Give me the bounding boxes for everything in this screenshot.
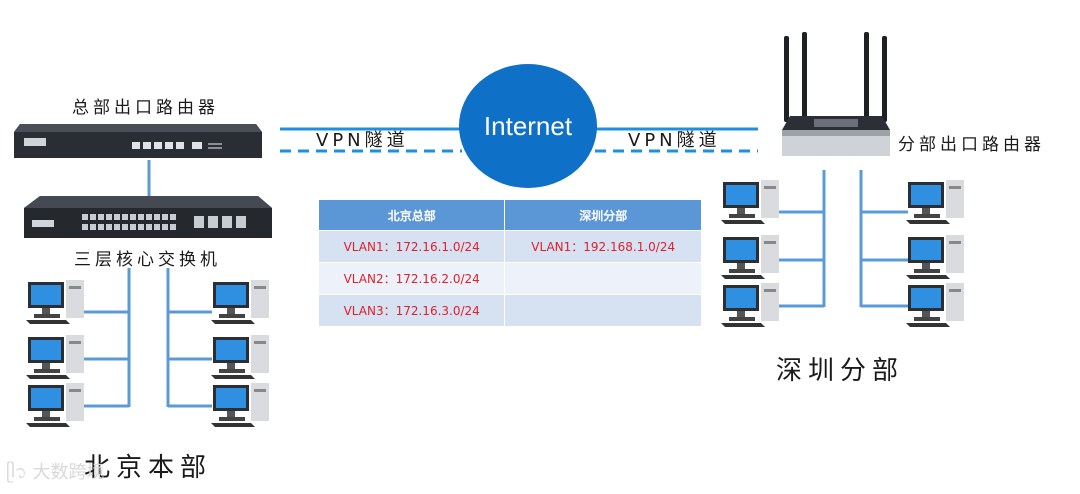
table-row: VLAN1：172.16.1.0/24 VLAN1：192.168.1.0/24	[317, 230, 702, 263]
pc-icon	[721, 283, 779, 327]
hq-router-label: 总部出口路由器	[72, 98, 219, 118]
watermark: ᥫ᭡ 大数跨境	[6, 458, 105, 492]
internet-node: Internet	[459, 64, 597, 188]
pc-icon	[211, 383, 269, 427]
vpn-tunnel-left	[280, 127, 462, 153]
table-cell: VLAN1：172.16.1.0/24	[317, 230, 506, 263]
table-cell: VLAN1：192.168.1.0/24	[504, 230, 702, 263]
table-header-row: 北京总部 深圳分部	[317, 199, 702, 231]
pc-icon	[906, 235, 964, 279]
vpn-tunnel-label-left: VPN隧道	[316, 130, 409, 151]
pc-icon	[906, 180, 964, 224]
branch-right-links	[859, 170, 908, 308]
watermark-text: 大数跨境	[32, 462, 105, 483]
header-branch: 深圳分部	[504, 199, 702, 231]
pc-icon	[211, 335, 269, 379]
pc-icon	[211, 280, 269, 324]
pc-icon	[26, 335, 84, 379]
vlan-address-table: 北京总部 深圳分部 VLAN1：172.16.1.0/24 VLAN1：192.…	[317, 199, 702, 327]
header-hq: 北京总部	[317, 199, 506, 231]
pc-icon	[26, 280, 84, 324]
hq-left-links	[84, 268, 131, 408]
branch-left-links	[777, 170, 826, 308]
branch-router-icon	[782, 32, 890, 156]
pc-icon	[26, 383, 84, 427]
internet-label: Internet	[483, 110, 573, 141]
table-cell	[504, 262, 702, 295]
vpn-tunnel-right	[595, 127, 758, 153]
pc-icon	[906, 283, 964, 327]
branch-router-label: 分部出口路由器	[898, 135, 1045, 155]
core-switch-icon	[24, 196, 272, 238]
pc-icon	[721, 180, 779, 224]
watermark-logo-icon: ᥫ᭡	[6, 462, 33, 483]
table-cell: VLAN2：172.16.2.0/24	[317, 262, 506, 295]
core-switch-label: 三层核心交换机	[74, 250, 221, 270]
hq-router-icon	[14, 124, 262, 158]
pc-icon	[721, 235, 779, 279]
hq-site-label: 北京本部	[84, 453, 213, 483]
branch-site-label: 深圳分部	[776, 356, 905, 386]
hq-right-links	[166, 268, 212, 408]
table-row: VLAN3：172.16.3.0/24	[317, 294, 702, 327]
table-cell	[504, 294, 702, 327]
vpn-tunnel-label-right: VPN隧道	[628, 130, 721, 151]
table-cell: VLAN3：172.16.3.0/24	[317, 294, 506, 327]
table-row: VLAN2：172.16.2.0/24	[317, 262, 702, 295]
